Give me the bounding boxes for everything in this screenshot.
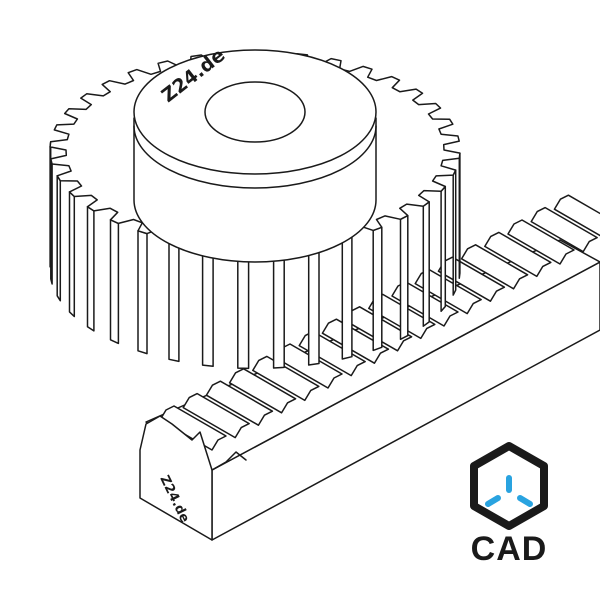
rack-end-face <box>139 415 213 541</box>
gear-hub: Z24.de <box>133 44 377 263</box>
rack-tooth <box>530 206 598 253</box>
rack-tooth <box>228 368 297 414</box>
rack-tooth <box>182 392 250 439</box>
rack-tooth <box>414 268 482 315</box>
rack-tooth <box>321 318 390 364</box>
rack-tooth <box>553 194 600 237</box>
rack-tooth <box>252 355 320 402</box>
rack-teeth <box>159 194 600 451</box>
gear-rack: Z24.de <box>139 194 600 541</box>
rack-tooth <box>460 244 529 290</box>
cad-label: CAD <box>470 530 548 568</box>
rack-tooth <box>159 405 227 451</box>
rack-tooth <box>507 219 575 265</box>
hub-chamfer-edge <box>133 125 377 189</box>
rack-tooth <box>205 380 274 426</box>
rack-tooth <box>484 231 552 278</box>
hub-bore <box>204 81 306 143</box>
